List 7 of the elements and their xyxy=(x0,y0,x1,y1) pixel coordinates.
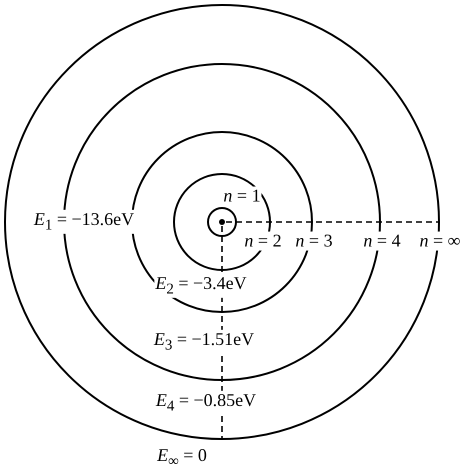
energy-label: E$_{2}$ = −3.4eV xyxy=(154,274,248,298)
orbit-label: n = 4 xyxy=(362,232,402,250)
orbit-label: n = 2 xyxy=(243,232,283,250)
energy-label: E$_{1}$ = −13.6eV xyxy=(32,210,136,234)
energy-label: E$_{3}$ = −1.51eV xyxy=(152,330,256,354)
orbit-label: n = ∞ xyxy=(418,232,462,250)
orbit-label: n = 3 xyxy=(294,232,334,250)
